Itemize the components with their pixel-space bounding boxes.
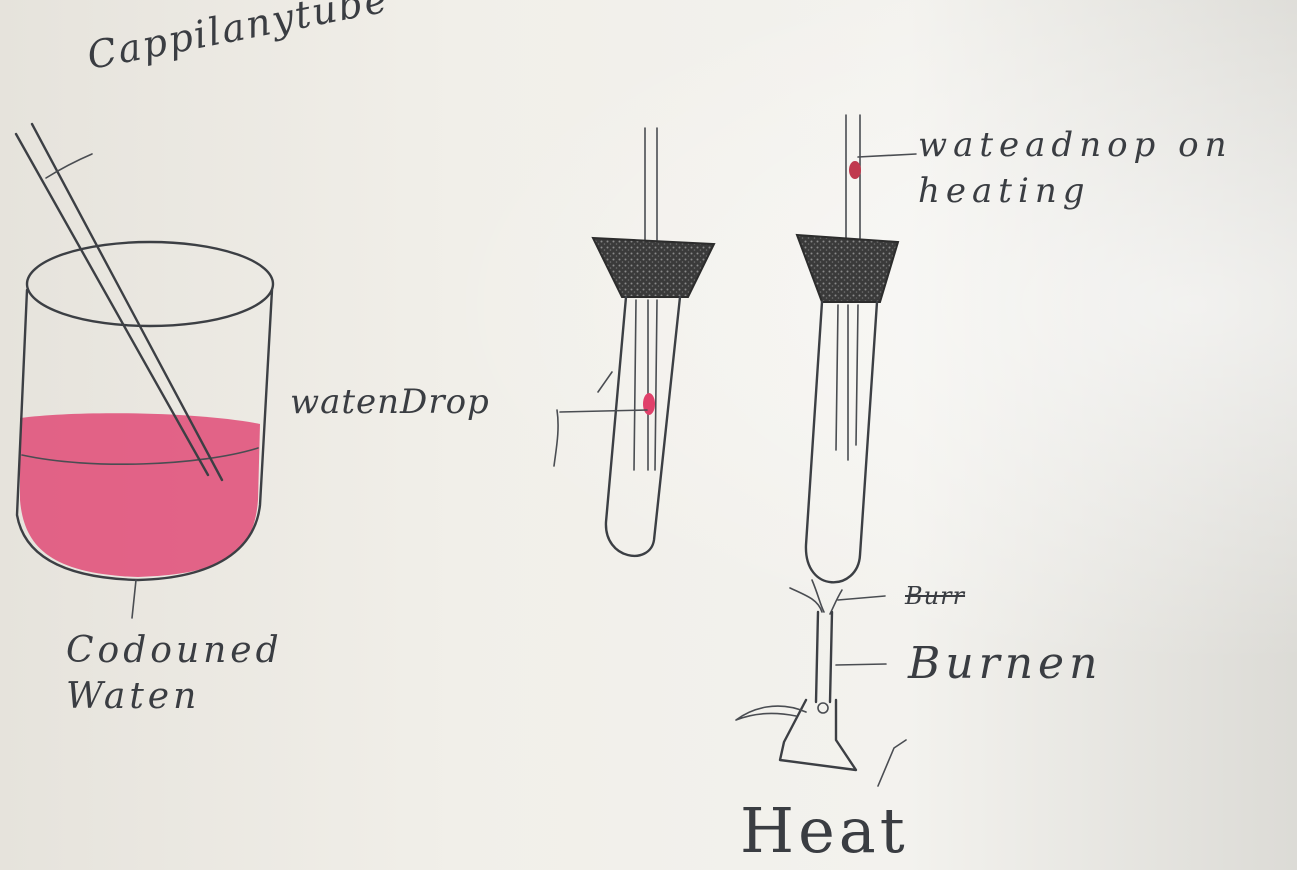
coloured-water [20, 413, 260, 577]
heat-label: Heat [740, 794, 909, 867]
beaker-pointer [132, 580, 136, 618]
water-drop [643, 393, 655, 415]
heated-water-drop [849, 161, 861, 179]
burner [736, 580, 906, 786]
beaker [17, 242, 273, 618]
boiling-tube-heated [797, 115, 916, 582]
water-drop-pointer [554, 410, 647, 466]
cork-stopper-heated [797, 235, 898, 302]
struck-out-label: Burr [905, 582, 965, 610]
water-drop-label: watenDrop [290, 382, 490, 422]
heated-drop-pointer [858, 154, 916, 157]
beaker-rim [27, 242, 273, 326]
water-drop-on-heating-label: wateadnop on heating [918, 122, 1278, 214]
cork-stopper [593, 238, 714, 297]
flame [790, 580, 842, 614]
coloured-water-label: Codouned Waten [66, 628, 306, 720]
boiling-tube-cold [554, 128, 714, 556]
burner-pointer [836, 664, 886, 665]
burner-label: Burnen [908, 638, 1102, 689]
